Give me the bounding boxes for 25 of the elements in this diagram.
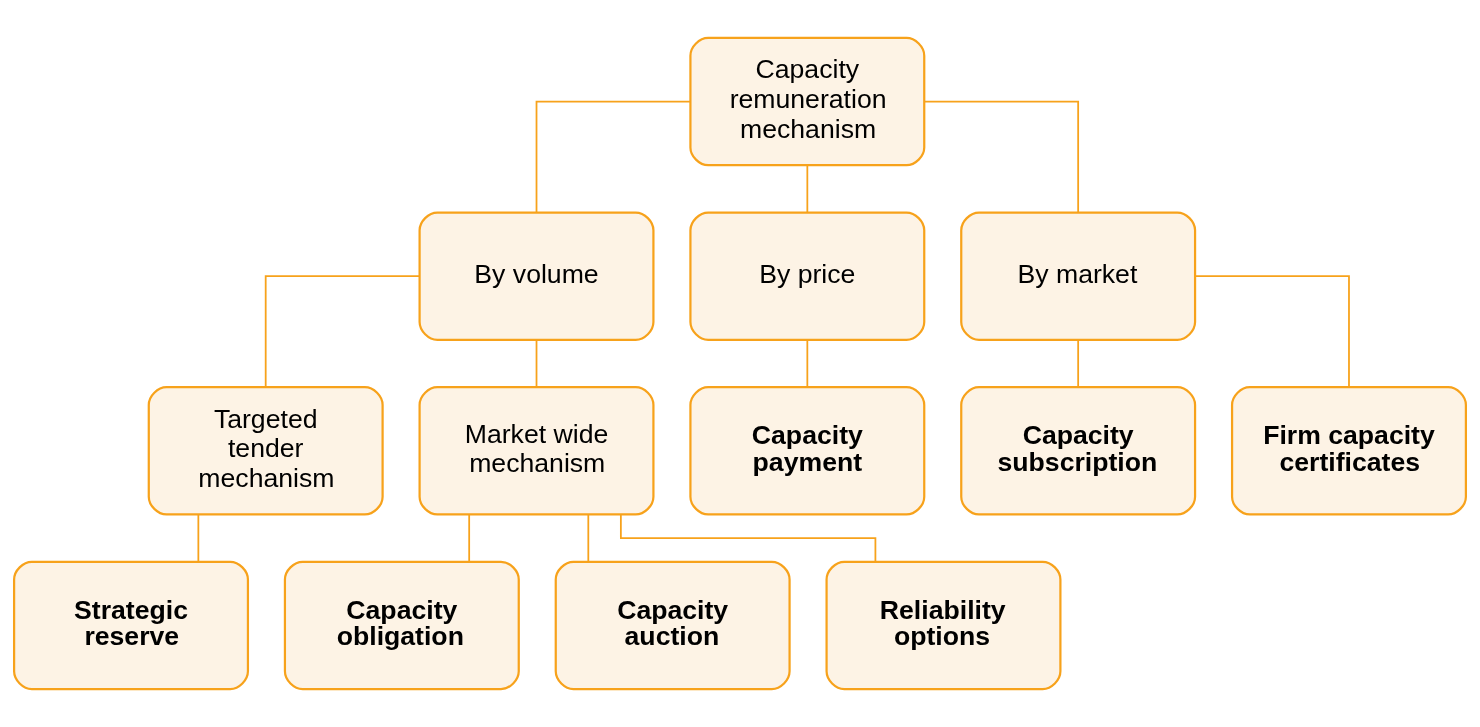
node-box: Reliability options	[825, 560, 1062, 691]
connector	[468, 513, 471, 563]
node-box: Capacity obligation	[283, 560, 520, 691]
connector	[620, 513, 877, 563]
connector	[923, 100, 1080, 214]
node-box: Strategic reserve	[13, 560, 250, 691]
node-box: Firm capacity certificates	[1230, 386, 1467, 516]
node-box: By market	[960, 211, 1197, 341]
node-box: Capacity payment	[689, 386, 926, 516]
connector	[1194, 275, 1350, 388]
connector	[1077, 339, 1080, 388]
node-box: Market wide mechanism	[418, 386, 655, 516]
connector	[535, 339, 538, 388]
connector	[806, 164, 809, 214]
node-box: Capacity auction	[554, 560, 791, 691]
connector	[264, 275, 421, 388]
node-box: By price	[689, 211, 926, 341]
connector	[197, 513, 200, 563]
node-box: Capacity subscription	[960, 386, 1197, 516]
connector	[806, 339, 809, 388]
connector	[587, 513, 590, 563]
node-box: By volume	[418, 211, 655, 341]
connector	[535, 100, 691, 214]
node-box: Capacity remuneration mechanism	[689, 36, 926, 167]
node-box: Targeted tender mechanism	[147, 386, 384, 516]
